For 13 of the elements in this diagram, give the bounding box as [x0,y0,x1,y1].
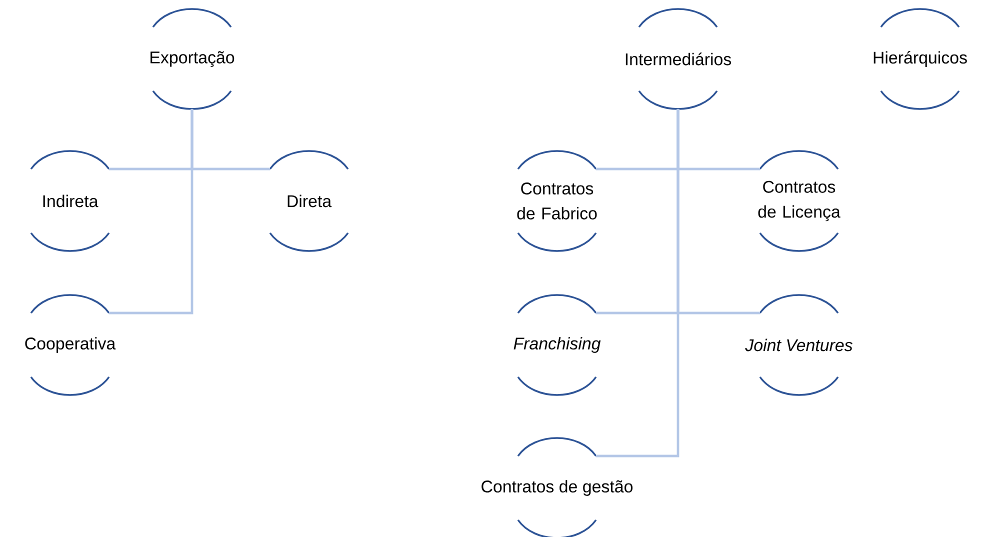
circle-node: Cooperativa [25,294,116,396]
circle-node: Contratos de Licença [758,150,840,252]
circle-node: Intermediários [626,8,732,110]
circle-node: Indireta [30,150,110,252]
connector-line [596,109,680,458]
circle-node: Contratos de Fabrico [517,150,597,252]
connector-line [109,109,194,314]
circle-node: Franchising [514,294,601,396]
circle-node: Contratos de gestão [482,437,633,537]
circle-node: Exportação [150,8,234,110]
circle-node: Direta [269,150,349,252]
circle-node: Hierárquicos [874,8,967,110]
circle-node: Joint Ventures [745,294,852,396]
